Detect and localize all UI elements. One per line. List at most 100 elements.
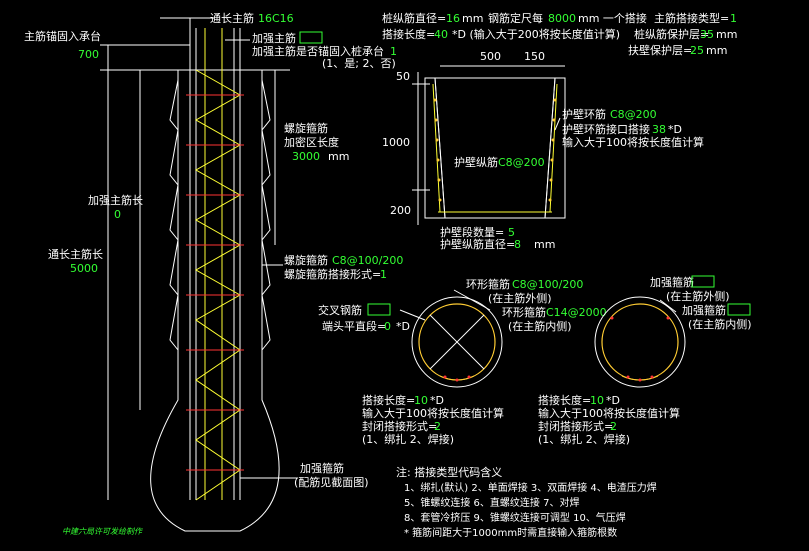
spiral-label-2: 加密区长度 — [284, 135, 339, 149]
leader — [453, 289, 491, 311]
wall-cover-unit: mm — [706, 44, 727, 57]
dim-200-label: 200 — [390, 204, 411, 217]
wall-ring-lap-label: 护壁环筋接口搭接 — [562, 122, 650, 136]
strengthen-main-label: 加强主筋 — [252, 31, 296, 45]
segments-value[interactable]: 5 — [508, 226, 515, 239]
wall-cover-label: 扶壁保护层= — [628, 43, 692, 57]
full-len-value[interactable]: 5000 — [70, 262, 98, 275]
wall-left-block — [424, 77, 446, 219]
strength-hoop-hint: (配筋见截面图) — [294, 475, 369, 489]
wall-outline — [434, 77, 556, 219]
ring2-label: 环形箍筋 — [502, 305, 546, 319]
full-len-label: 通长主筋长 — [48, 247, 103, 261]
hoop2-input[interactable] — [727, 303, 751, 316]
lap-type-label: 主筋搭接类型= — [654, 11, 729, 25]
cross-label: 交叉钢筋 — [318, 303, 362, 317]
lap-every-unit: mm 一个搭接 — [578, 12, 647, 25]
close-value-right[interactable]: 2 — [610, 420, 617, 433]
strengthen-anchor-hint: (1、是; 2、否) — [322, 57, 396, 70]
ring2-pos: (在主筋内侧) — [508, 319, 572, 333]
cover-unit: mm — [716, 28, 737, 41]
strengthen-len-value[interactable]: 0 — [114, 208, 121, 221]
lap-len-value[interactable]: 40 — [434, 28, 448, 41]
pile-elevation — [100, 17, 298, 532]
end-unit: *D — [396, 320, 410, 333]
spiral-stirrup — [194, 69, 242, 501]
dim-1000-label: 1000 — [382, 136, 410, 149]
leader — [659, 299, 677, 313]
hoop2-pos: (在主筋内侧) — [688, 317, 752, 331]
hoop-pos: (在主筋外侧) — [666, 289, 730, 303]
wall-long-dia-label: 护壁纵筋直径= — [440, 237, 515, 251]
ring-pos: (在主筋外侧) — [488, 291, 552, 305]
wall-ring-lap-value[interactable]: 38 — [652, 123, 666, 136]
hoop-ring — [601, 303, 679, 381]
main-rebar-value[interactable]: 16C16 — [258, 12, 294, 25]
strength-hoops — [186, 94, 244, 471]
lap-hint-right: 输入大于100将按长度值计算 — [538, 406, 680, 420]
spiral-label-1: 螺旋箍筋 — [284, 121, 328, 135]
wall-right-block — [544, 77, 566, 219]
dim-500-label: 500 — [480, 50, 501, 63]
section-left — [399, 289, 503, 388]
lap-every-label: 钢筋定尺每 — [488, 11, 543, 25]
hoop2-label: 加强箍筋 — [682, 303, 726, 317]
ring-label: 环形箍筋 — [466, 277, 510, 291]
wall-step-right — [261, 79, 271, 351]
section-outline — [411, 296, 503, 388]
strengthen-main-input[interactable] — [299, 31, 323, 44]
wall-ring-label: 护壁环筋 — [562, 107, 606, 121]
ring2-value[interactable]: C14@2000 — [546, 306, 607, 319]
anchor-value[interactable]: 700 — [78, 48, 99, 61]
footer-note: 中建六局许可发给制作 — [62, 527, 144, 536]
spiral-lap-value[interactable]: 1 — [380, 268, 387, 281]
lap-value-right[interactable]: 10 — [590, 394, 604, 407]
dia-value[interactable]: 16 — [446, 12, 460, 25]
dim-50-label: 50 — [396, 70, 410, 83]
notes-line-2: 5、锥螺纹连接 6、直螺纹连接 7、对焊 — [404, 496, 579, 509]
hoop-input[interactable] — [691, 275, 715, 288]
notes-line-3: 8、套管冷挤压 9、锥螺纹连接可调型 10、气压焊 — [404, 511, 626, 524]
wall-long-dia-value[interactable]: 8 — [514, 238, 521, 251]
main-rebar-label: 通长主筋 — [210, 11, 254, 25]
cross-input[interactable] — [367, 303, 391, 316]
close-label-right: 封闭搭接形式= — [538, 419, 613, 433]
wall-cover-value[interactable]: 25 — [690, 44, 704, 57]
lap-hint-left: 输入大于100将按长度值计算 — [362, 406, 504, 420]
lap-type-value[interactable]: 1 — [730, 12, 737, 25]
section-right — [594, 296, 686, 388]
ring-value[interactable]: C8@100/200 — [512, 278, 583, 291]
notes-line-4: * 箍筋间距大于1000mm时需直接输入箍筋根数 — [404, 526, 617, 539]
lap-unit-left: *D — [430, 394, 444, 407]
close-value-left[interactable]: 2 — [434, 420, 441, 433]
wall-long-value[interactable]: C8@200 — [498, 156, 545, 169]
wall-section — [412, 65, 566, 225]
spiral-stirrup-value[interactable]: C8@100/200 — [332, 254, 403, 267]
leader — [399, 309, 426, 321]
spiral-stirrup-label: 螺旋箍筋 — [284, 253, 328, 267]
leader — [554, 117, 561, 131]
strengthen-len-label: 加强主筋长 — [88, 193, 143, 207]
strength-hoop-label: 加强箍筋 — [300, 461, 344, 475]
spiral-lap-label: 螺旋箍筋搭接形式= — [284, 267, 381, 281]
close-label-left: 封闭搭接形式= — [362, 419, 437, 433]
cover-label: 桩纵筋保护层= — [634, 27, 709, 41]
wall-long-bar-left — [432, 83, 441, 213]
lap-value-left[interactable]: 10 — [414, 394, 428, 407]
spiral-dense-value[interactable]: 3000 — [292, 150, 320, 163]
wall-long-dia-unit: mm — [534, 238, 555, 251]
dia-unit: mm — [462, 12, 483, 25]
lap-every-value[interactable]: 8000 — [548, 12, 576, 25]
notes-line-1: 1、绑扎(默认) 2、单面焊接 3、双面焊接 4、电渣压力焊 — [404, 481, 657, 494]
cover-value[interactable]: 35 — [700, 28, 714, 41]
dim-150-label: 150 — [524, 50, 545, 63]
strengthen-anchor-label: 加强主筋是否锚固入桩承台 — [252, 44, 384, 58]
wall-ring-lap-hint: 输入大于100将按长度值计算 — [562, 135, 704, 149]
wall-ring-lap-unit: *D — [668, 123, 682, 136]
end-value[interactable]: 0 — [384, 320, 391, 333]
lap-unit-right: *D — [606, 394, 620, 407]
strengthen-anchor-value[interactable]: 1 — [390, 45, 397, 58]
wall-ring-value[interactable]: C8@200 — [610, 108, 657, 121]
close-hint-right: (1、绑扎 2、焊接) — [538, 432, 630, 446]
pile-outline — [150, 70, 280, 532]
